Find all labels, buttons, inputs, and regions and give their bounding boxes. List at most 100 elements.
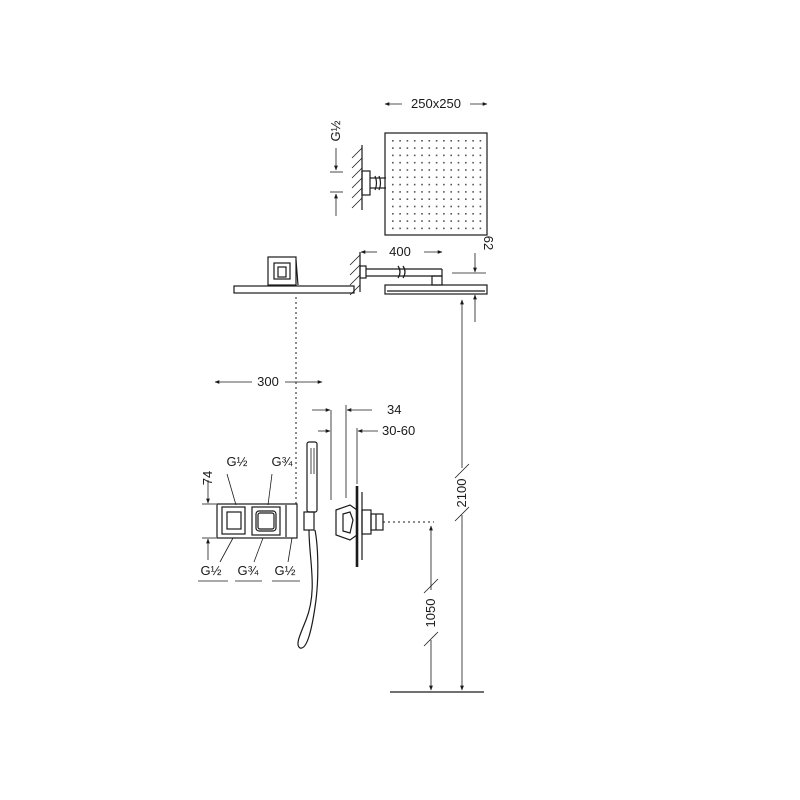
nozzle-dot	[406, 154, 409, 157]
nozzle-dot	[457, 161, 460, 164]
nozzle-dot	[435, 140, 438, 142]
nozzle-dot	[413, 176, 416, 179]
dim-heights: 2100 1050	[390, 299, 484, 693]
shower-head-side-view	[349, 252, 488, 296]
nozzle-dot	[399, 220, 401, 222]
dim-head-size-label: 250x250	[411, 96, 461, 111]
nozzle-dot	[428, 176, 431, 179]
nozzle-dot	[479, 161, 482, 164]
nozzle-dot	[465, 213, 467, 215]
nozzle-dot	[421, 147, 423, 149]
nozzle-dot	[428, 169, 431, 171]
nozzle-dot	[450, 176, 452, 179]
nozzle-dot	[443, 183, 445, 186]
nozzle-dot	[399, 183, 401, 186]
nozzle-dot	[421, 227, 423, 230]
nozzle-dot	[479, 220, 482, 222]
nozzle-dot	[472, 147, 474, 149]
nozzle-dot	[392, 154, 394, 157]
dim-head-height: 62	[452, 236, 496, 322]
nozzle-dot	[472, 176, 474, 179]
nozzle-dot	[443, 205, 445, 208]
nozzle-dot	[435, 213, 438, 215]
nozzle-dot	[472, 169, 474, 171]
nozzle-dot	[406, 198, 409, 200]
valve-side-view	[335, 486, 434, 567]
nozzle-dot	[406, 147, 409, 149]
nozzle-dot	[413, 147, 416, 149]
nozzle-dot	[435, 169, 438, 171]
nozzle-dot	[479, 176, 482, 179]
nozzle-dot	[450, 213, 452, 215]
nozzle-dot	[450, 227, 452, 230]
dim-head-size: 250x250	[384, 96, 488, 111]
nozzle-dot	[450, 147, 452, 149]
nozzle-dot	[435, 154, 438, 157]
control-panel-front	[216, 503, 298, 539]
dim-head-height-label: 62	[481, 236, 496, 250]
dim-arm-length-label: 400	[389, 244, 411, 259]
shower-head-top-view	[351, 132, 488, 236]
nozzle-dot	[406, 220, 409, 222]
wall-hatch-top	[351, 147, 363, 209]
dim-shower-height-label: 2100	[454, 479, 469, 508]
hand-shower-body	[306, 441, 318, 513]
nozzle-dot	[479, 169, 482, 171]
nozzle-dot	[399, 161, 401, 164]
nozzle-dot	[443, 169, 445, 171]
nozzle-dot	[428, 140, 431, 142]
shower-head-plate	[384, 132, 488, 236]
nozzle-dot	[428, 227, 431, 230]
nozzle-dot	[428, 154, 431, 157]
nozzle-dot	[421, 161, 423, 164]
dim-plate-height-label: 74	[200, 471, 215, 485]
nozzle-dot	[399, 140, 401, 142]
connection-labels-bottom: G½ G¾ G½	[198, 537, 300, 582]
nozzle-dot	[406, 183, 409, 186]
nozzle-dot	[472, 227, 474, 230]
nozzle-dot	[465, 154, 467, 157]
nozzle-dot	[392, 183, 394, 186]
nozzle-dot	[457, 147, 460, 149]
nozzle-dot	[406, 213, 409, 215]
nozzle-dot	[399, 213, 401, 215]
nozzle-dot	[443, 191, 445, 193]
nozzle-dot	[443, 154, 445, 157]
nozzle-dot	[399, 169, 401, 171]
nozzle-dot	[392, 161, 394, 164]
nozzle-dot	[413, 169, 416, 171]
nozzle-dot	[428, 198, 431, 200]
dim-arm-length: 400	[360, 244, 443, 259]
nozzle-dot	[465, 140, 467, 142]
nozzle-dot	[479, 227, 482, 230]
dim-head-top-width-label: 300	[257, 374, 279, 389]
nozzle-dot	[421, 154, 423, 157]
nozzle-dot	[465, 147, 467, 149]
nozzle-dot	[443, 147, 445, 149]
nozzle-dot	[450, 161, 452, 164]
dim-depth-front-label: 34	[387, 402, 401, 417]
nozzle-dot	[465, 161, 467, 164]
nozzle-dot	[392, 213, 394, 215]
nozzle-dot	[399, 147, 401, 149]
conn-top-left-label: G½	[227, 454, 248, 469]
nozzle-dot	[435, 176, 438, 179]
nozzle-dot	[435, 227, 438, 230]
nozzle-dot	[421, 176, 423, 179]
nozzle-dot	[392, 220, 394, 222]
nozzle-dot	[421, 205, 423, 208]
nozzle-dot	[392, 198, 394, 200]
nozzle-dot	[406, 205, 409, 208]
nozzle-dot	[406, 169, 409, 171]
nozzle-dot	[443, 227, 445, 230]
nozzle-dot	[465, 169, 467, 171]
nozzle-dot	[413, 154, 416, 157]
nozzle-dot	[399, 176, 401, 179]
nozzle-dot	[406, 176, 409, 179]
nozzle-dot	[479, 191, 482, 193]
nozzle-dot	[465, 183, 467, 186]
wall-hatch-side	[349, 254, 361, 296]
nozzle-dot	[472, 220, 474, 222]
shower-hose	[297, 529, 319, 649]
nozzle-dot	[421, 183, 423, 186]
